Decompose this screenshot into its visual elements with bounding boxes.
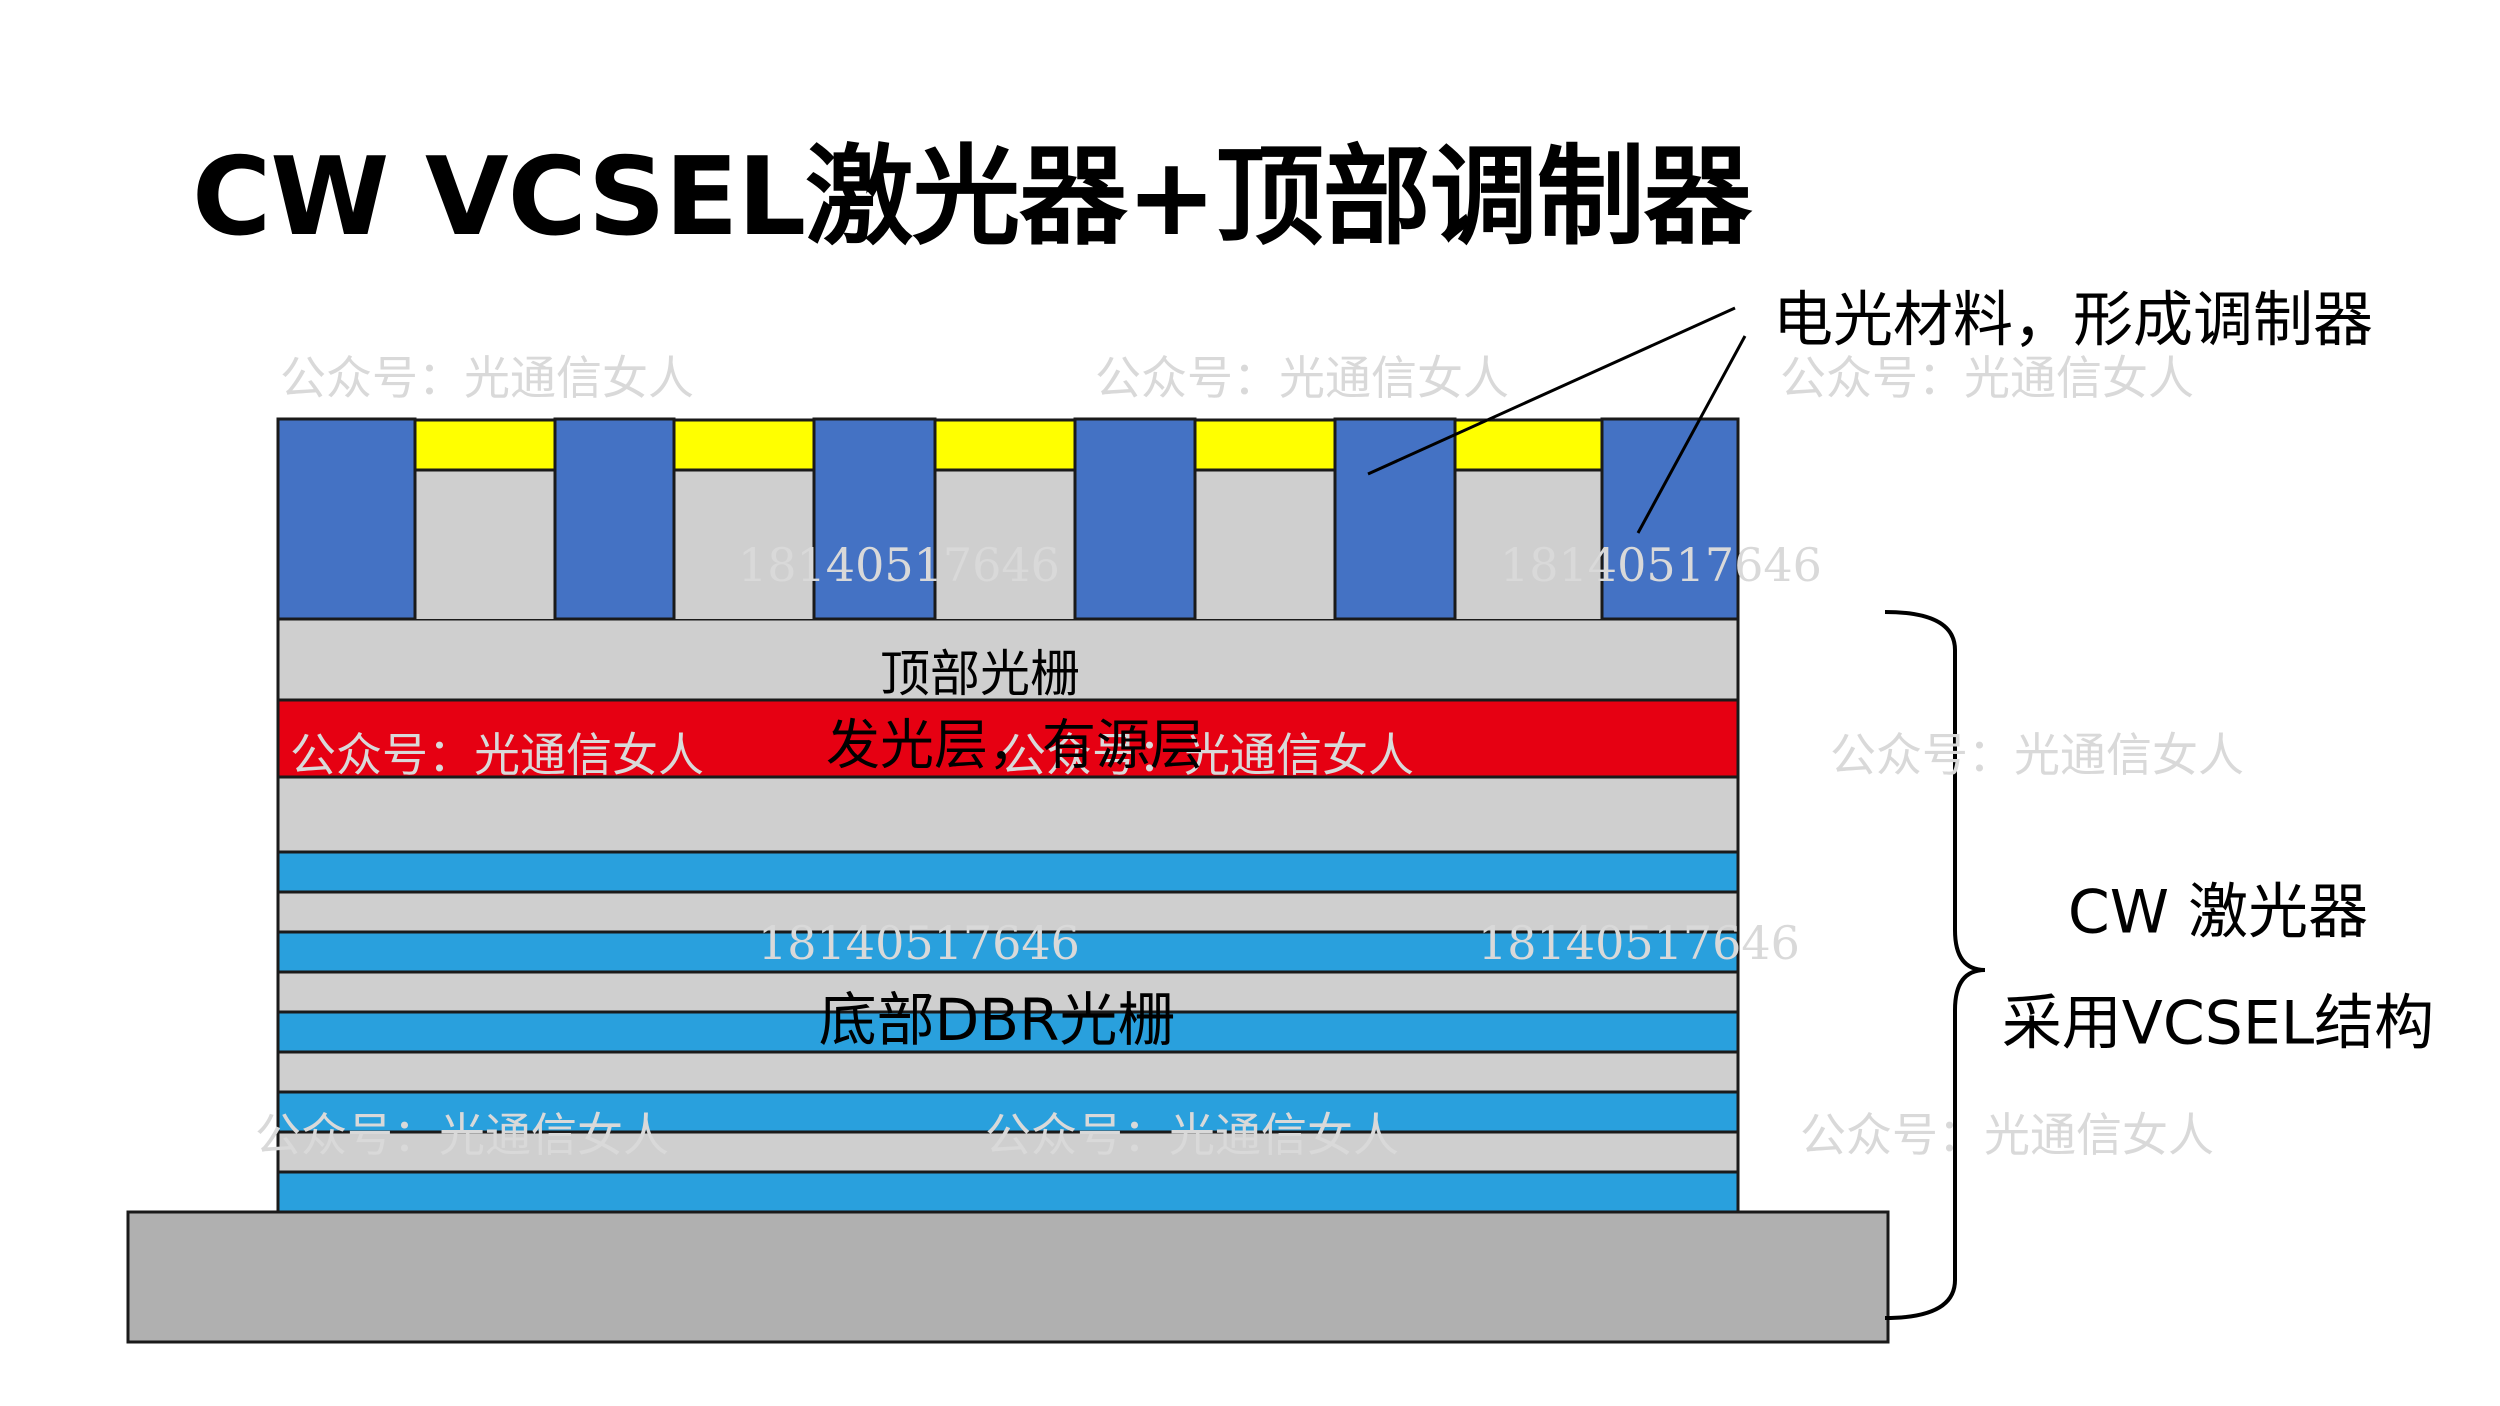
eo-strip [1453,418,1604,472]
active-layer-label: 发光层，有源层 [826,713,1204,777]
eo-strip [933,418,1077,472]
dbr-blue-layer [276,1010,1740,1054]
blue-bar [276,417,417,621]
blue-bar [1333,417,1457,621]
top-grating-base [276,617,1740,702]
top-grating-label: 顶部光栅 [880,645,1080,703]
substrate-layer [126,1210,1890,1344]
page-title: CW VCSEL激光器+顶部调制器 [192,135,1752,260]
eo-material-label: 电光材料，形成调制器 [1773,285,2373,356]
bottom-dbr-label: 底部DBR光栅 [818,986,1176,1054]
dbr-gray-layer [276,1050,1740,1094]
right-brace [1884,610,1986,1320]
dbr-blue-layer [276,930,1740,974]
eo-material-strips [413,418,1604,472]
vcsel-structure-label: 采用VCSEL结构 [2001,988,2435,1059]
blue-bar [812,417,937,621]
dbr-gray-layer [276,890,1740,934]
callout-line-eo-b [1636,335,1747,534]
dbr-gray-layer [276,1130,1740,1174]
blue-cap-bars [276,417,1740,621]
dbr-blue-layer [276,1090,1740,1134]
eo-strip [672,418,816,472]
eo-strip [1193,418,1337,472]
blue-bar [1073,417,1197,621]
cw-laser-label: CW 激光器 [2067,877,2369,948]
grating-teeth-region [278,470,1738,619]
spacer-layer [276,775,1740,854]
eo-strip [413,418,557,472]
blue-bar [1600,417,1740,621]
dbr-gray-layer [276,970,1740,1014]
dbr-blue-layer [276,1170,1740,1214]
blue-bar [553,417,676,621]
bottom-dbr-stack [276,850,1740,1214]
callout-line-eo-a [1367,306,1736,476]
active-layer [276,698,1740,779]
dbr-blue-layer [276,850,1740,894]
